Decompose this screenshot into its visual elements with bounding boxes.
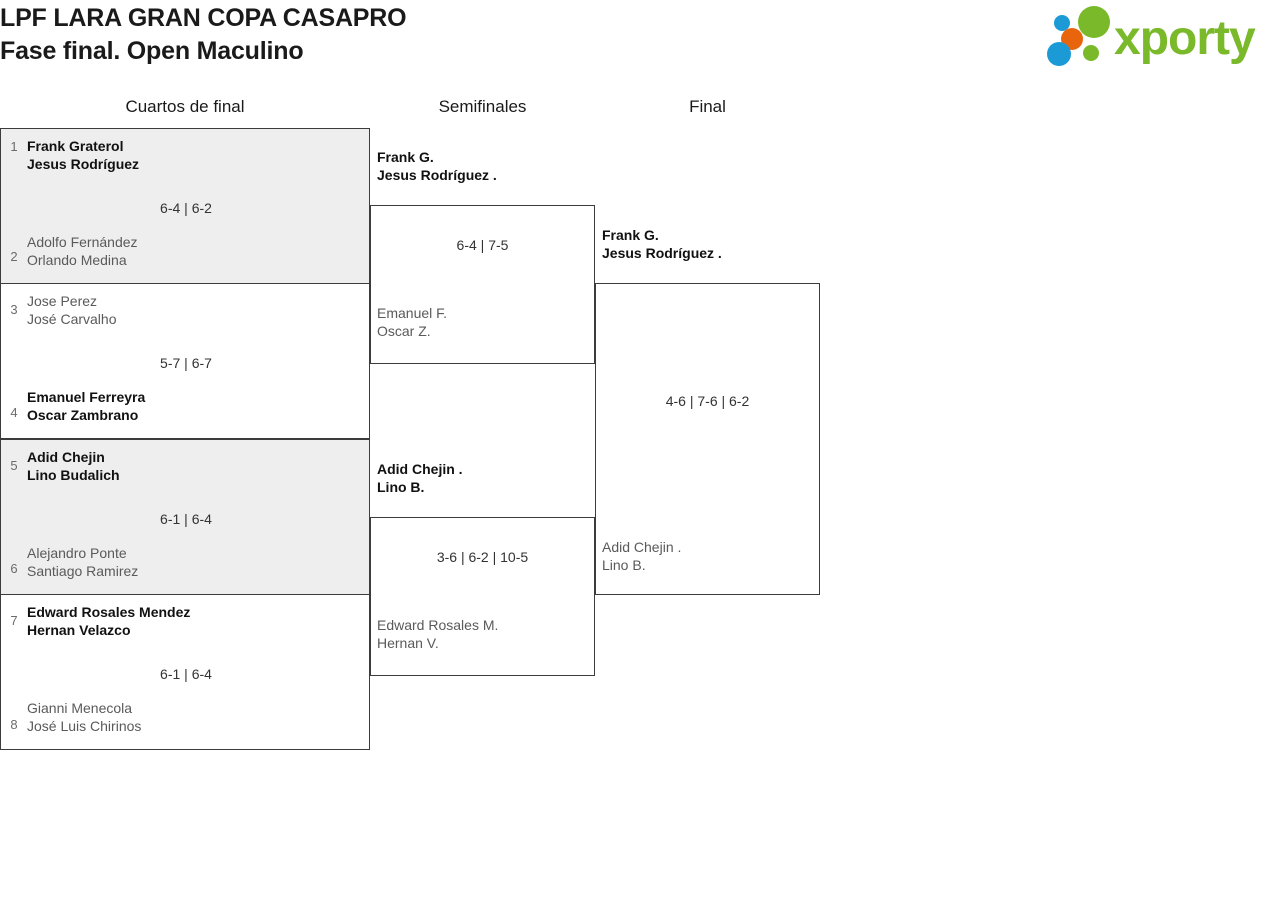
seed-number-1: 1 — [10, 139, 18, 154]
round-header-quarterfinals: Cuartos de final — [125, 97, 245, 116]
match-participant-top: Frank Graterol Jesus Rodríguez — [27, 137, 139, 173]
player-name: Lino Budalich — [27, 467, 120, 483]
match-score: 6-1 | 6-4 — [160, 511, 212, 527]
match-participant-bottom: Adid Chejin . Lino B. — [602, 538, 681, 574]
xporty-logo[interactable]: xporty — [1044, 6, 1274, 68]
match-quarterfinal-4[interactable]: Edward Rosales Mendez Hernan Velazco 6-1… — [0, 594, 370, 750]
match-quarterfinal-2[interactable]: Jose Perez José Carvalho 5-7 | 6-7 Emanu… — [0, 283, 370, 439]
player-name: Jesus Rodríguez — [27, 156, 140, 172]
match-score: 6-4 | 7-5 — [456, 237, 509, 253]
round-header-final: Final — [689, 97, 726, 116]
seed-number-2: 2 — [10, 249, 18, 264]
player-name: Edward Rosales Mendez — [27, 604, 191, 620]
match-participant-bottom: Adolfo Fernández Orlando Medina — [27, 233, 138, 269]
match-semifinal-1[interactable] — [370, 205, 595, 364]
player-name: José Carvalho — [27, 311, 117, 327]
match-participant-top: Adid Chejin Lino Budalich — [27, 448, 120, 484]
player-name: Adid Chejin . — [602, 539, 682, 555]
player-name: Lino B. — [602, 557, 646, 573]
match-score: 6-4 | 6-2 — [160, 200, 212, 216]
match-final[interactable] — [595, 283, 820, 595]
seed-number-8: 8 — [10, 717, 18, 732]
player-name: Emanuel Ferreyra — [27, 389, 146, 405]
match-score: 4-6 | 7-6 | 6-2 — [665, 393, 750, 409]
match-participant-top: Frank G. Jesus Rodríguez . — [602, 226, 722, 262]
match-participant-top: Edward Rosales Mendez Hernan Velazco — [27, 603, 190, 639]
match-participant-top: Jose Perez José Carvalho — [27, 292, 117, 328]
player-name: Frank Graterol — [27, 138, 124, 154]
seed-number-4: 4 — [10, 405, 18, 420]
seed-number-6: 6 — [10, 561, 18, 576]
match-semifinal-2[interactable] — [370, 517, 595, 676]
player-name: Orlando Medina — [27, 252, 127, 268]
svg-text:xporty: xporty — [1114, 12, 1256, 65]
seed-number-3: 3 — [10, 302, 18, 317]
tournament-title-line-2: Fase final. Open Maculino — [0, 37, 304, 65]
match-quarterfinal-3[interactable]: Adid Chejin Lino Budalich 6-1 | 6-4 Alej… — [0, 439, 370, 595]
player-name: Frank G. — [377, 149, 434, 165]
player-name: Adid Chejin — [27, 449, 105, 465]
match-participant-bottom: Emanuel Ferreyra Oscar Zambrano — [27, 388, 145, 424]
tournament-title: LPF LARA GRAN COPA CASAPRO Fase final. O… — [0, 2, 407, 68]
player-name: Jose Perez — [27, 293, 98, 309]
match-participant-top: Adid Chejin . Lino B. — [377, 460, 463, 496]
round-header-semifinals: Semifinales — [438, 97, 527, 116]
match-score: 5-7 | 6-7 — [160, 355, 212, 371]
player-name: Oscar Z. — [377, 323, 431, 339]
player-name: Frank G. — [602, 227, 659, 243]
player-name: Emanuel F. — [377, 305, 448, 321]
match-participant-bottom: Emanuel F. Oscar Z. — [377, 304, 447, 340]
player-name: José Luis Chirinos — [27, 718, 142, 734]
player-name: Gianni Menecola — [27, 700, 133, 716]
player-name: Jesus Rodríguez . — [377, 167, 497, 183]
player-name: Lino B. — [377, 479, 425, 495]
player-name: Hernan Velazco — [27, 622, 131, 638]
match-participant-top: Frank G. Jesus Rodríguez . — [377, 148, 497, 184]
seed-number-7: 7 — [10, 613, 18, 628]
player-name: Edward Rosales M. — [377, 617, 499, 633]
seed-number-5: 5 — [10, 458, 18, 473]
player-name: Hernan V. — [377, 635, 439, 651]
player-name: Santiago Ramirez — [27, 563, 139, 579]
match-participant-bottom: Alejandro Ponte Santiago Ramirez — [27, 544, 138, 580]
match-participant-bottom: Gianni Menecola José Luis Chirinos — [27, 699, 141, 735]
tournament-title-line-1: LPF LARA GRAN COPA CASAPRO — [0, 4, 407, 32]
player-name: Jesus Rodríguez . — [602, 245, 722, 261]
match-score: 3-6 | 6-2 | 10-5 — [436, 549, 529, 565]
page-header: LPF LARA GRAN COPA CASAPRO Fase final. O… — [0, 0, 1280, 88]
player-name: Adolfo Fernández — [27, 234, 138, 250]
match-participant-bottom: Edward Rosales M. Hernan V. — [377, 616, 498, 652]
player-name: Alejandro Ponte — [27, 545, 127, 561]
player-name: Adid Chejin . — [377, 461, 463, 477]
match-quarterfinal-1[interactable]: Frank Graterol Jesus Rodríguez 6-4 | 6-2… — [0, 128, 370, 284]
match-score: 6-1 | 6-4 — [160, 666, 212, 682]
logo-dots-icon — [1047, 6, 1110, 66]
player-name: Oscar Zambrano — [27, 407, 139, 423]
